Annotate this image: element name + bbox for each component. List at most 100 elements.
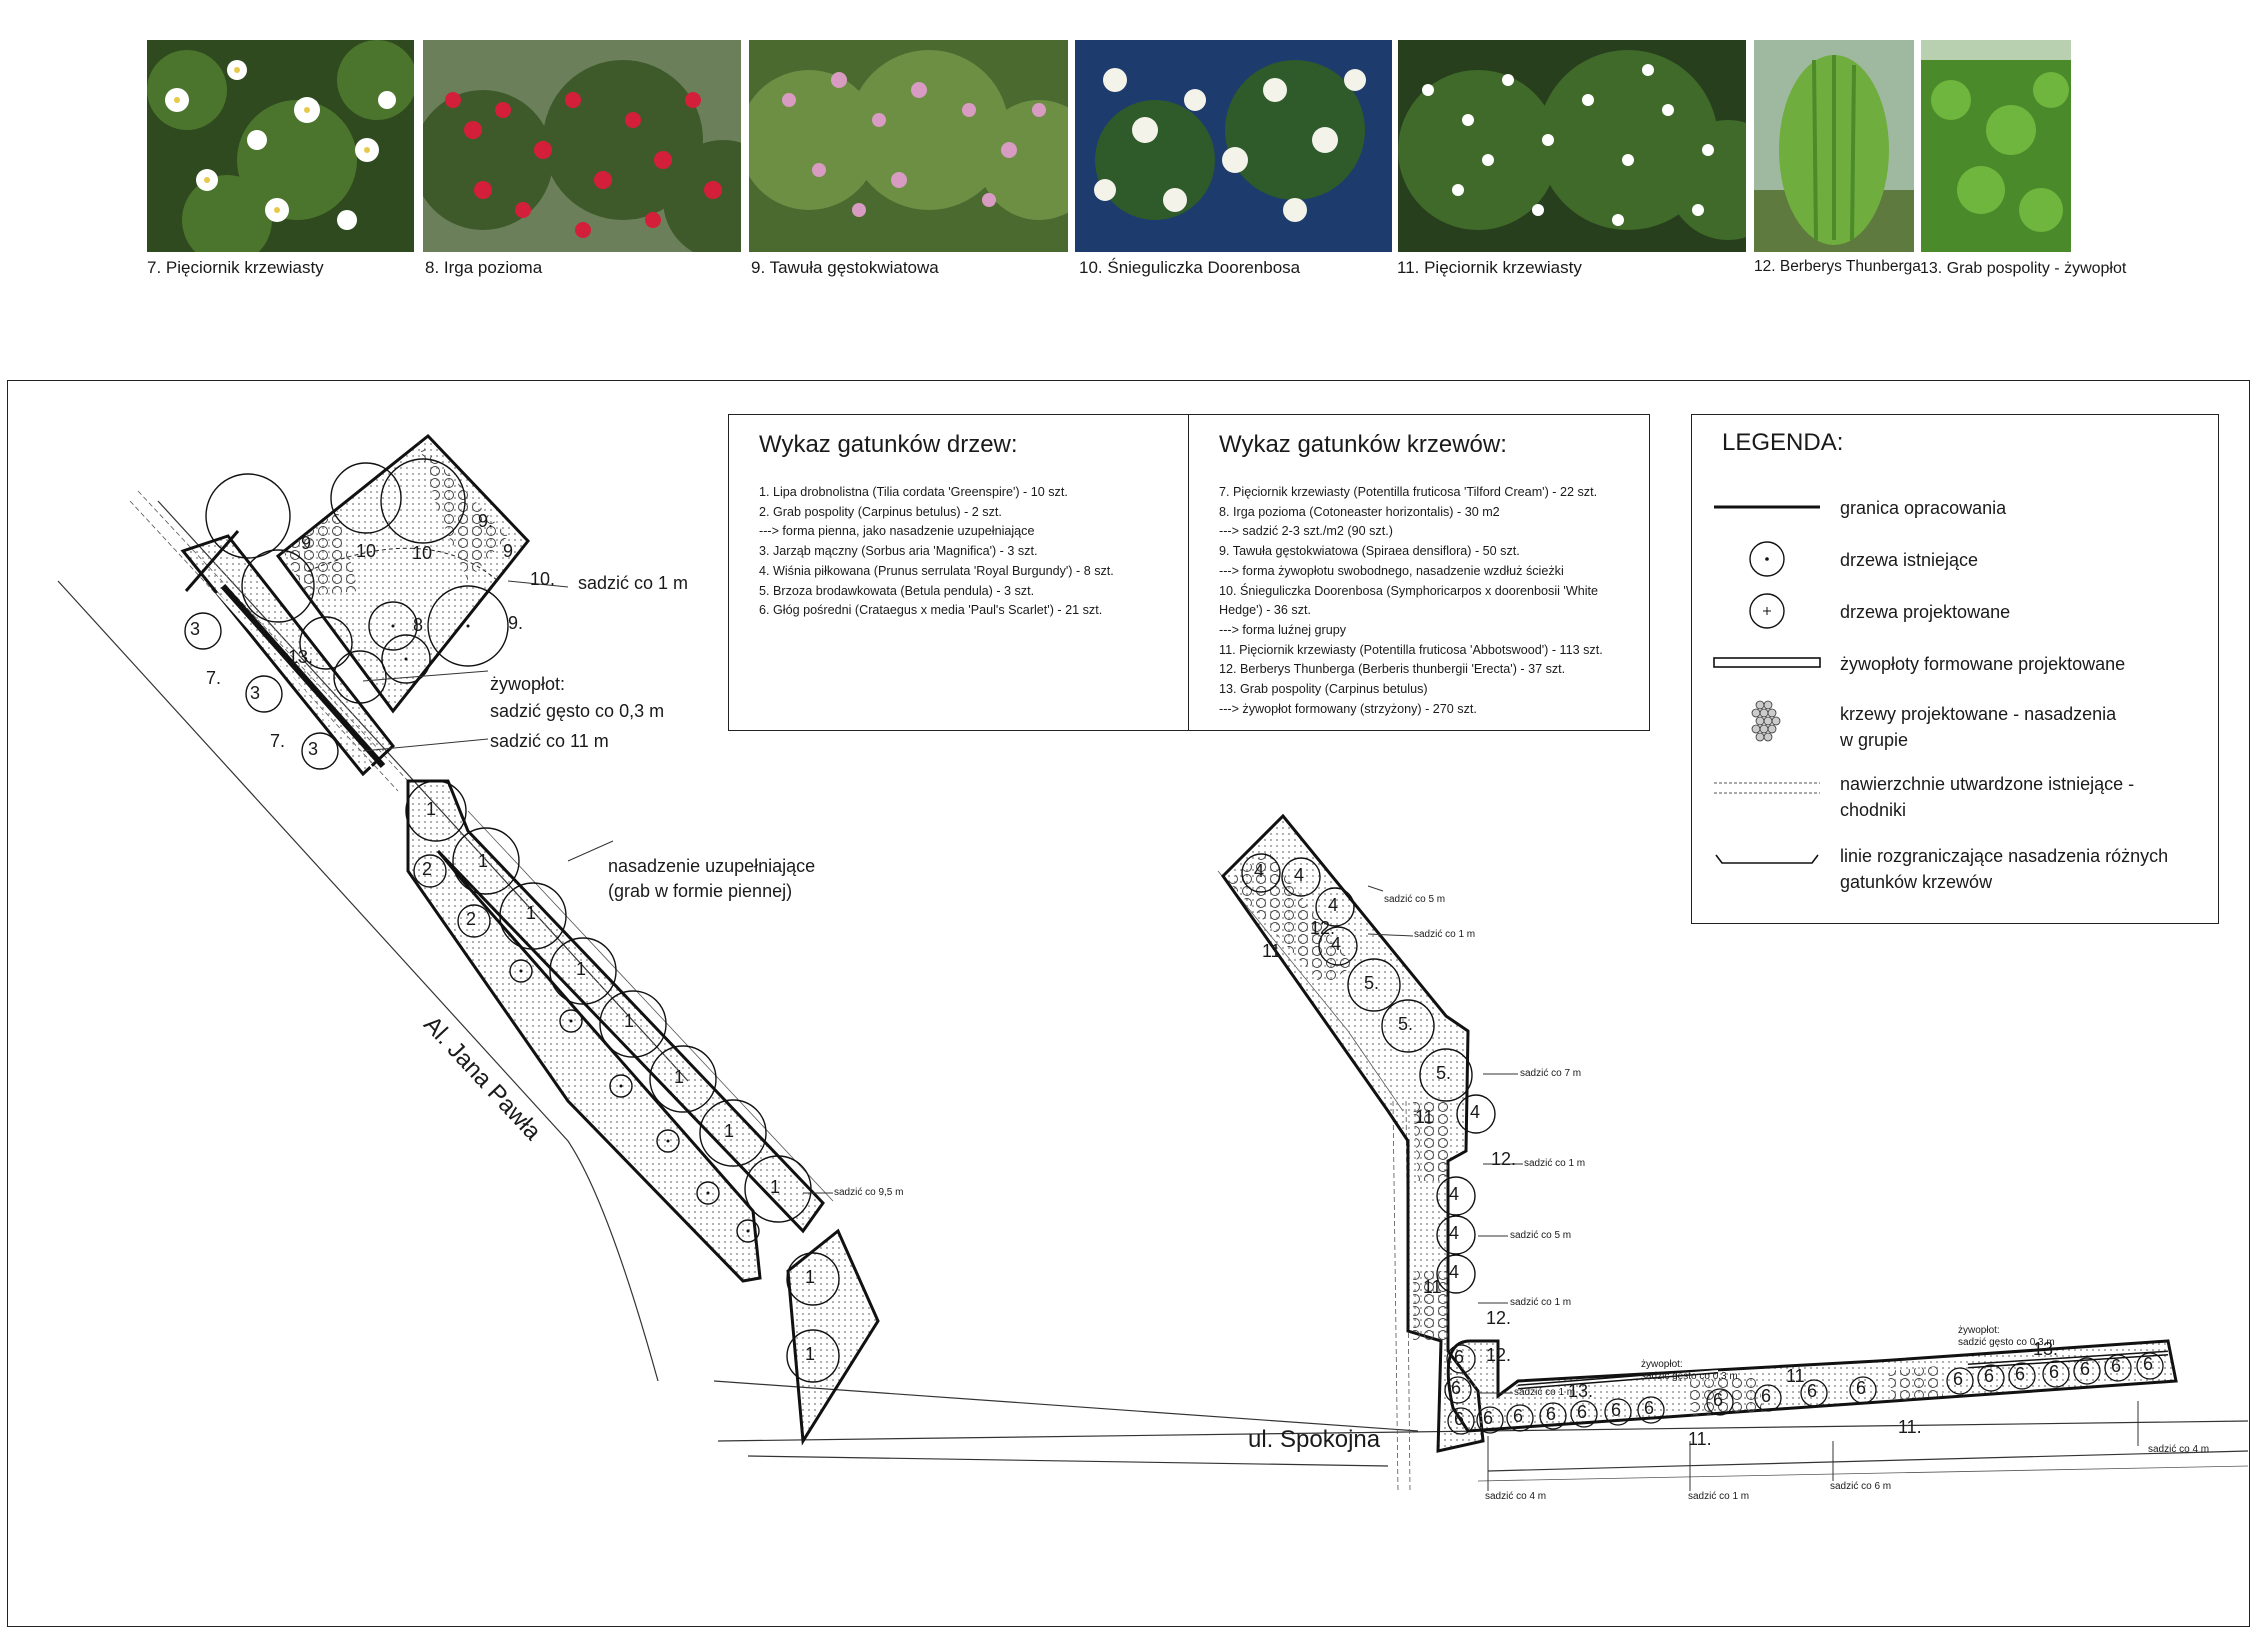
planting-note: sadzić co 5 m bbox=[1510, 1230, 1572, 1241]
planting-note: sadzić co 1 m bbox=[1414, 929, 1476, 940]
list-item: 11. Pięciornik krzewiasty (Potentilla fr… bbox=[1219, 642, 1603, 657]
photo-potentilla-tilford bbox=[147, 40, 414, 252]
plant-marker: 1 bbox=[576, 959, 587, 979]
plant-marker: 6 bbox=[2015, 1364, 2026, 1384]
plant-marker: 4 bbox=[1294, 865, 1305, 885]
plant-marker: 6 bbox=[2049, 1362, 2060, 1382]
list-item: 2. Grab pospolity (Carpinus betulus) - 2… bbox=[759, 504, 1002, 519]
plant-marker: 11. bbox=[1688, 1429, 1712, 1449]
shrub-photo-icon bbox=[1921, 40, 2071, 252]
plant-marker: 4 bbox=[1331, 934, 1342, 954]
list-item: ---> żywopłot formowany (strzyżony) - 27… bbox=[1219, 701, 1477, 716]
plant-marker: 6 bbox=[2080, 1359, 2091, 1379]
plant-marker: 6 bbox=[1713, 1390, 1724, 1410]
shrub-list-title: Wykaz gatunków krzewów: bbox=[1219, 431, 1507, 458]
plant-marker: 1 bbox=[805, 1267, 816, 1287]
shrub-photo-icon bbox=[1398, 40, 1746, 252]
plant-marker: 11 bbox=[1423, 1277, 1442, 1297]
list-item: 6. Głóg pośredni (Crataegus x media 'Pau… bbox=[759, 603, 1103, 618]
plant-marker: 5. bbox=[1436, 1063, 1452, 1083]
list-item: ---> forma pienna, jako nasadzenie uzupe… bbox=[759, 524, 1035, 539]
plant-marker: 9. bbox=[503, 541, 519, 561]
plant-marker: 6 bbox=[1451, 1378, 1462, 1398]
plant-marker: 6 bbox=[1454, 1409, 1465, 1429]
planting-note: sadzić gęsto co 0,3 m bbox=[1958, 1337, 2055, 1348]
photo-potentilla-abbotswood bbox=[1398, 40, 1746, 252]
shrub-photo-icon bbox=[1075, 40, 1392, 252]
list-item: 7. Pięciornik krzewiasty (Potentilla fru… bbox=[1219, 485, 1598, 499]
plant-marker: 9. bbox=[478, 511, 494, 531]
plant-marker: 6 bbox=[1513, 1406, 1524, 1426]
planting-note: sadzić co 4 m bbox=[2148, 1444, 2210, 1455]
tree-species-list: Wykaz gatunków drzew: 1. Lipa drobnolist… bbox=[729, 415, 1189, 730]
plant-marker: 6 bbox=[1577, 1402, 1588, 1422]
legend-label: drzewa istniejące bbox=[1840, 550, 1979, 570]
planting-note: nasadzenie uzupełniające bbox=[608, 856, 816, 876]
planting-plan: Wykaz gatunków drzew: 1. Lipa drobnolist… bbox=[7, 380, 2250, 1627]
plant-marker: 11. bbox=[1898, 1417, 1922, 1437]
plant-marker: 3 bbox=[308, 739, 319, 759]
plant-marker: 6 bbox=[1953, 1369, 1964, 1389]
plant-marker: 4 bbox=[1449, 1262, 1460, 1282]
plant-marker: 12. bbox=[1491, 1149, 1517, 1169]
planting-note: sadzić co 1 m bbox=[578, 573, 689, 593]
plant-marker: 1 bbox=[770, 1177, 781, 1197]
plant-marker: 6 bbox=[1761, 1386, 1772, 1406]
plant-marker: 1 bbox=[526, 903, 537, 923]
plant-marker: 12. bbox=[1486, 1308, 1512, 1328]
photo-caption: 13. Grab pospolity - żywopłot bbox=[1920, 260, 2127, 277]
plant-marker: 6 bbox=[1644, 1398, 1655, 1418]
plant-marker: 1 bbox=[674, 1067, 685, 1087]
photo-strip: 7. Pięciornik krzewiasty 8. Irga pozioma… bbox=[0, 0, 2256, 300]
photo-caption: 10. Śnieguliczka Doorenbosa bbox=[1079, 258, 1301, 277]
hedge-bar-icon bbox=[1713, 657, 1821, 668]
tree-list-title: Wykaz gatunków drzew: bbox=[759, 431, 1018, 458]
existing-tree-icon bbox=[1749, 541, 1785, 577]
plant-marker: 12. bbox=[1486, 1345, 1512, 1365]
plant-marker: 7. bbox=[206, 668, 222, 688]
plant-marker: 6 bbox=[1807, 1381, 1818, 1401]
legend-title: LEGENDA: bbox=[1722, 429, 1844, 456]
photo-caption: 12. Berberys Thunberga bbox=[1754, 258, 1921, 275]
shrub-photo-icon bbox=[749, 40, 1068, 252]
plant-marker: 8 bbox=[413, 615, 424, 635]
planting-note: (grab w formie piennej) bbox=[608, 881, 793, 901]
plant-marker: 4 bbox=[1449, 1223, 1460, 1243]
list-item: Hedge') - 36 szt. bbox=[1219, 603, 1311, 618]
plant-marker: 11 bbox=[1786, 1366, 1805, 1386]
list-item: 12. Berberys Thunberga (Berberis thunber… bbox=[1219, 662, 1566, 677]
photo-caption: 11. Pięciornik krzewiasty bbox=[1397, 258, 1582, 277]
list-item: ---> sadzić 2-3 szt./m2 (90 szt.) bbox=[1219, 524, 1393, 539]
plant-marker: 13. bbox=[288, 647, 314, 667]
legend-label: nawierzchnie utwardzone istniejące - cho… bbox=[1840, 774, 2135, 820]
plant-marker: 6 bbox=[1546, 1404, 1557, 1424]
plant-marker: 13. bbox=[1568, 1381, 1594, 1401]
photo-caption: 7. Pięciornik krzewiasty bbox=[147, 258, 324, 277]
species-list-box: Wykaz gatunków drzew: 1. Lipa drobnolist… bbox=[728, 414, 1650, 731]
plant-marker: 2 bbox=[466, 909, 477, 929]
planting-note: sadzić co 5 m bbox=[1384, 894, 1446, 905]
planting-note: sadzić co 1 m bbox=[1688, 1491, 1750, 1502]
plant-marker: 9. bbox=[508, 613, 524, 633]
legend-label: krzewy projektowane - nasadzenia w grupi… bbox=[1840, 704, 2117, 750]
list-item: 3. Jarząb mączny (Sorbus aria 'Magnifica… bbox=[759, 544, 1038, 559]
plant-marker: 13. bbox=[2033, 1339, 2059, 1359]
site-map bbox=[57, 433, 2249, 1492]
legend-label: linie rozgraniczające nasadzenia różnych… bbox=[1840, 846, 2169, 892]
plant-marker: 6 bbox=[2143, 1354, 2154, 1374]
plant-marker: 4 bbox=[1449, 1184, 1460, 1204]
planting-note: sadzić co 7 m bbox=[1520, 1068, 1582, 1079]
plant-marker: 10 bbox=[356, 541, 377, 561]
photo-caption: 9. Tawuła gęstokwiatowa bbox=[751, 258, 939, 277]
legend-label: granica opracowania bbox=[1840, 498, 2007, 518]
plant-marker: 2 bbox=[422, 859, 433, 879]
plant-marker: 5. bbox=[1398, 1014, 1414, 1034]
plant-marker: 6 bbox=[1611, 1400, 1622, 1420]
plant-marker: 1 bbox=[805, 1344, 816, 1364]
planned-tree-icon bbox=[1749, 593, 1785, 629]
list-item: 4. Wiśnia piłkowana (Prunus serrulata 'R… bbox=[759, 563, 1114, 578]
legend-label: drzewa projektowane bbox=[1840, 602, 2011, 622]
photo-berberis bbox=[1754, 40, 1914, 252]
photo-symphoricarpos bbox=[1075, 40, 1392, 252]
planting-note: sadzić co 9,5 m bbox=[834, 1187, 904, 1198]
